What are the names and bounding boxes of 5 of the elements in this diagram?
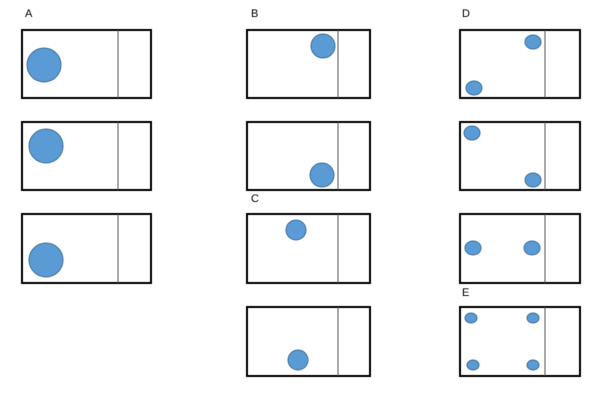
panel-letter: E bbox=[462, 287, 470, 299]
panel-letter: A bbox=[25, 8, 32, 20]
panel-letter: B bbox=[251, 8, 258, 20]
panel-letter: D bbox=[462, 8, 470, 20]
panel-letter: C bbox=[251, 193, 259, 205]
